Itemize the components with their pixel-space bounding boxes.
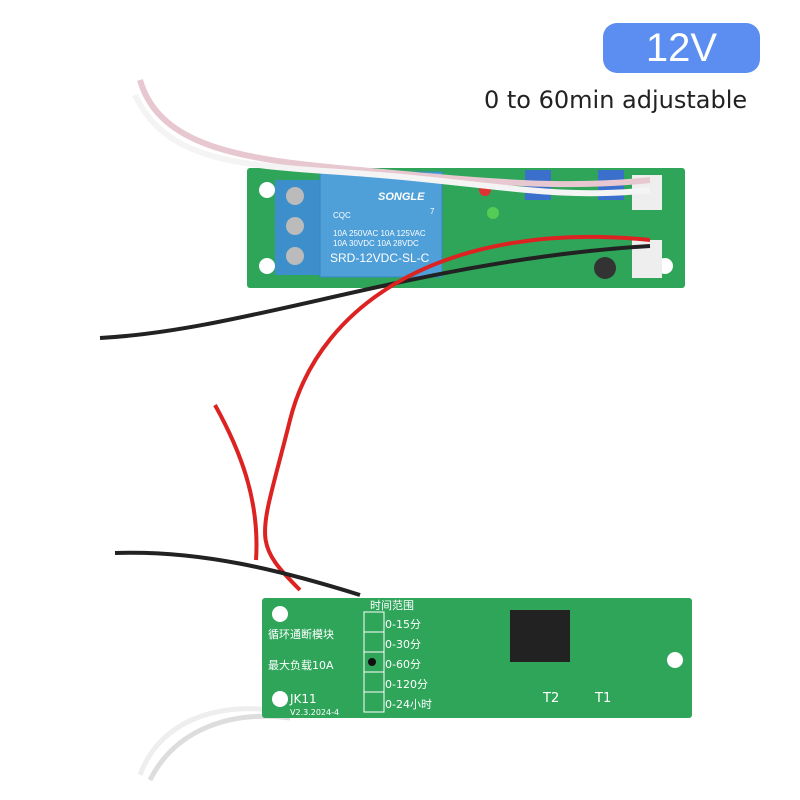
voltage-badge: 12V bbox=[603, 23, 760, 73]
relay-brand: SONGLE bbox=[378, 191, 425, 203]
label-t2: T2 bbox=[542, 691, 559, 706]
max-load: 最大负载10A bbox=[268, 658, 334, 672]
adjustable-range-caption: 0 to 60min adjustable bbox=[484, 86, 748, 114]
range-jumper-box bbox=[363, 611, 385, 713]
ic-chip bbox=[510, 610, 570, 662]
relay-ul: 7 bbox=[430, 207, 435, 216]
range-3: 0-120分 bbox=[385, 678, 428, 691]
board-model: JK11 bbox=[289, 692, 317, 706]
relay-model: SRD-12VDC-SL-C bbox=[330, 251, 430, 265]
range-2: 0-60分 bbox=[385, 658, 421, 671]
relay bbox=[319, 171, 443, 278]
range-4: 0-24小时 bbox=[385, 698, 432, 711]
relay-cert: CQC bbox=[333, 211, 351, 220]
board-version: V2.3.2024-4 bbox=[290, 708, 339, 717]
selected-range-dot bbox=[368, 658, 376, 666]
label-t1: T1 bbox=[594, 691, 611, 706]
relay-rating-1: 10A 250VAC 10A 125VAC bbox=[333, 229, 426, 238]
relay-rating-2: 10A 30VDC 10A 28VDC bbox=[333, 239, 419, 248]
range-title: 时间范围 bbox=[370, 598, 414, 612]
range-1: 0-30分 bbox=[385, 638, 421, 651]
timer-board-back: 时间范围 0-15分 0-30分 0-60分 0-120分 0-24小时 循环通… bbox=[262, 598, 692, 718]
module-name: 循环通断模块 bbox=[268, 627, 334, 641]
range-0: 0-15分 bbox=[385, 618, 421, 631]
